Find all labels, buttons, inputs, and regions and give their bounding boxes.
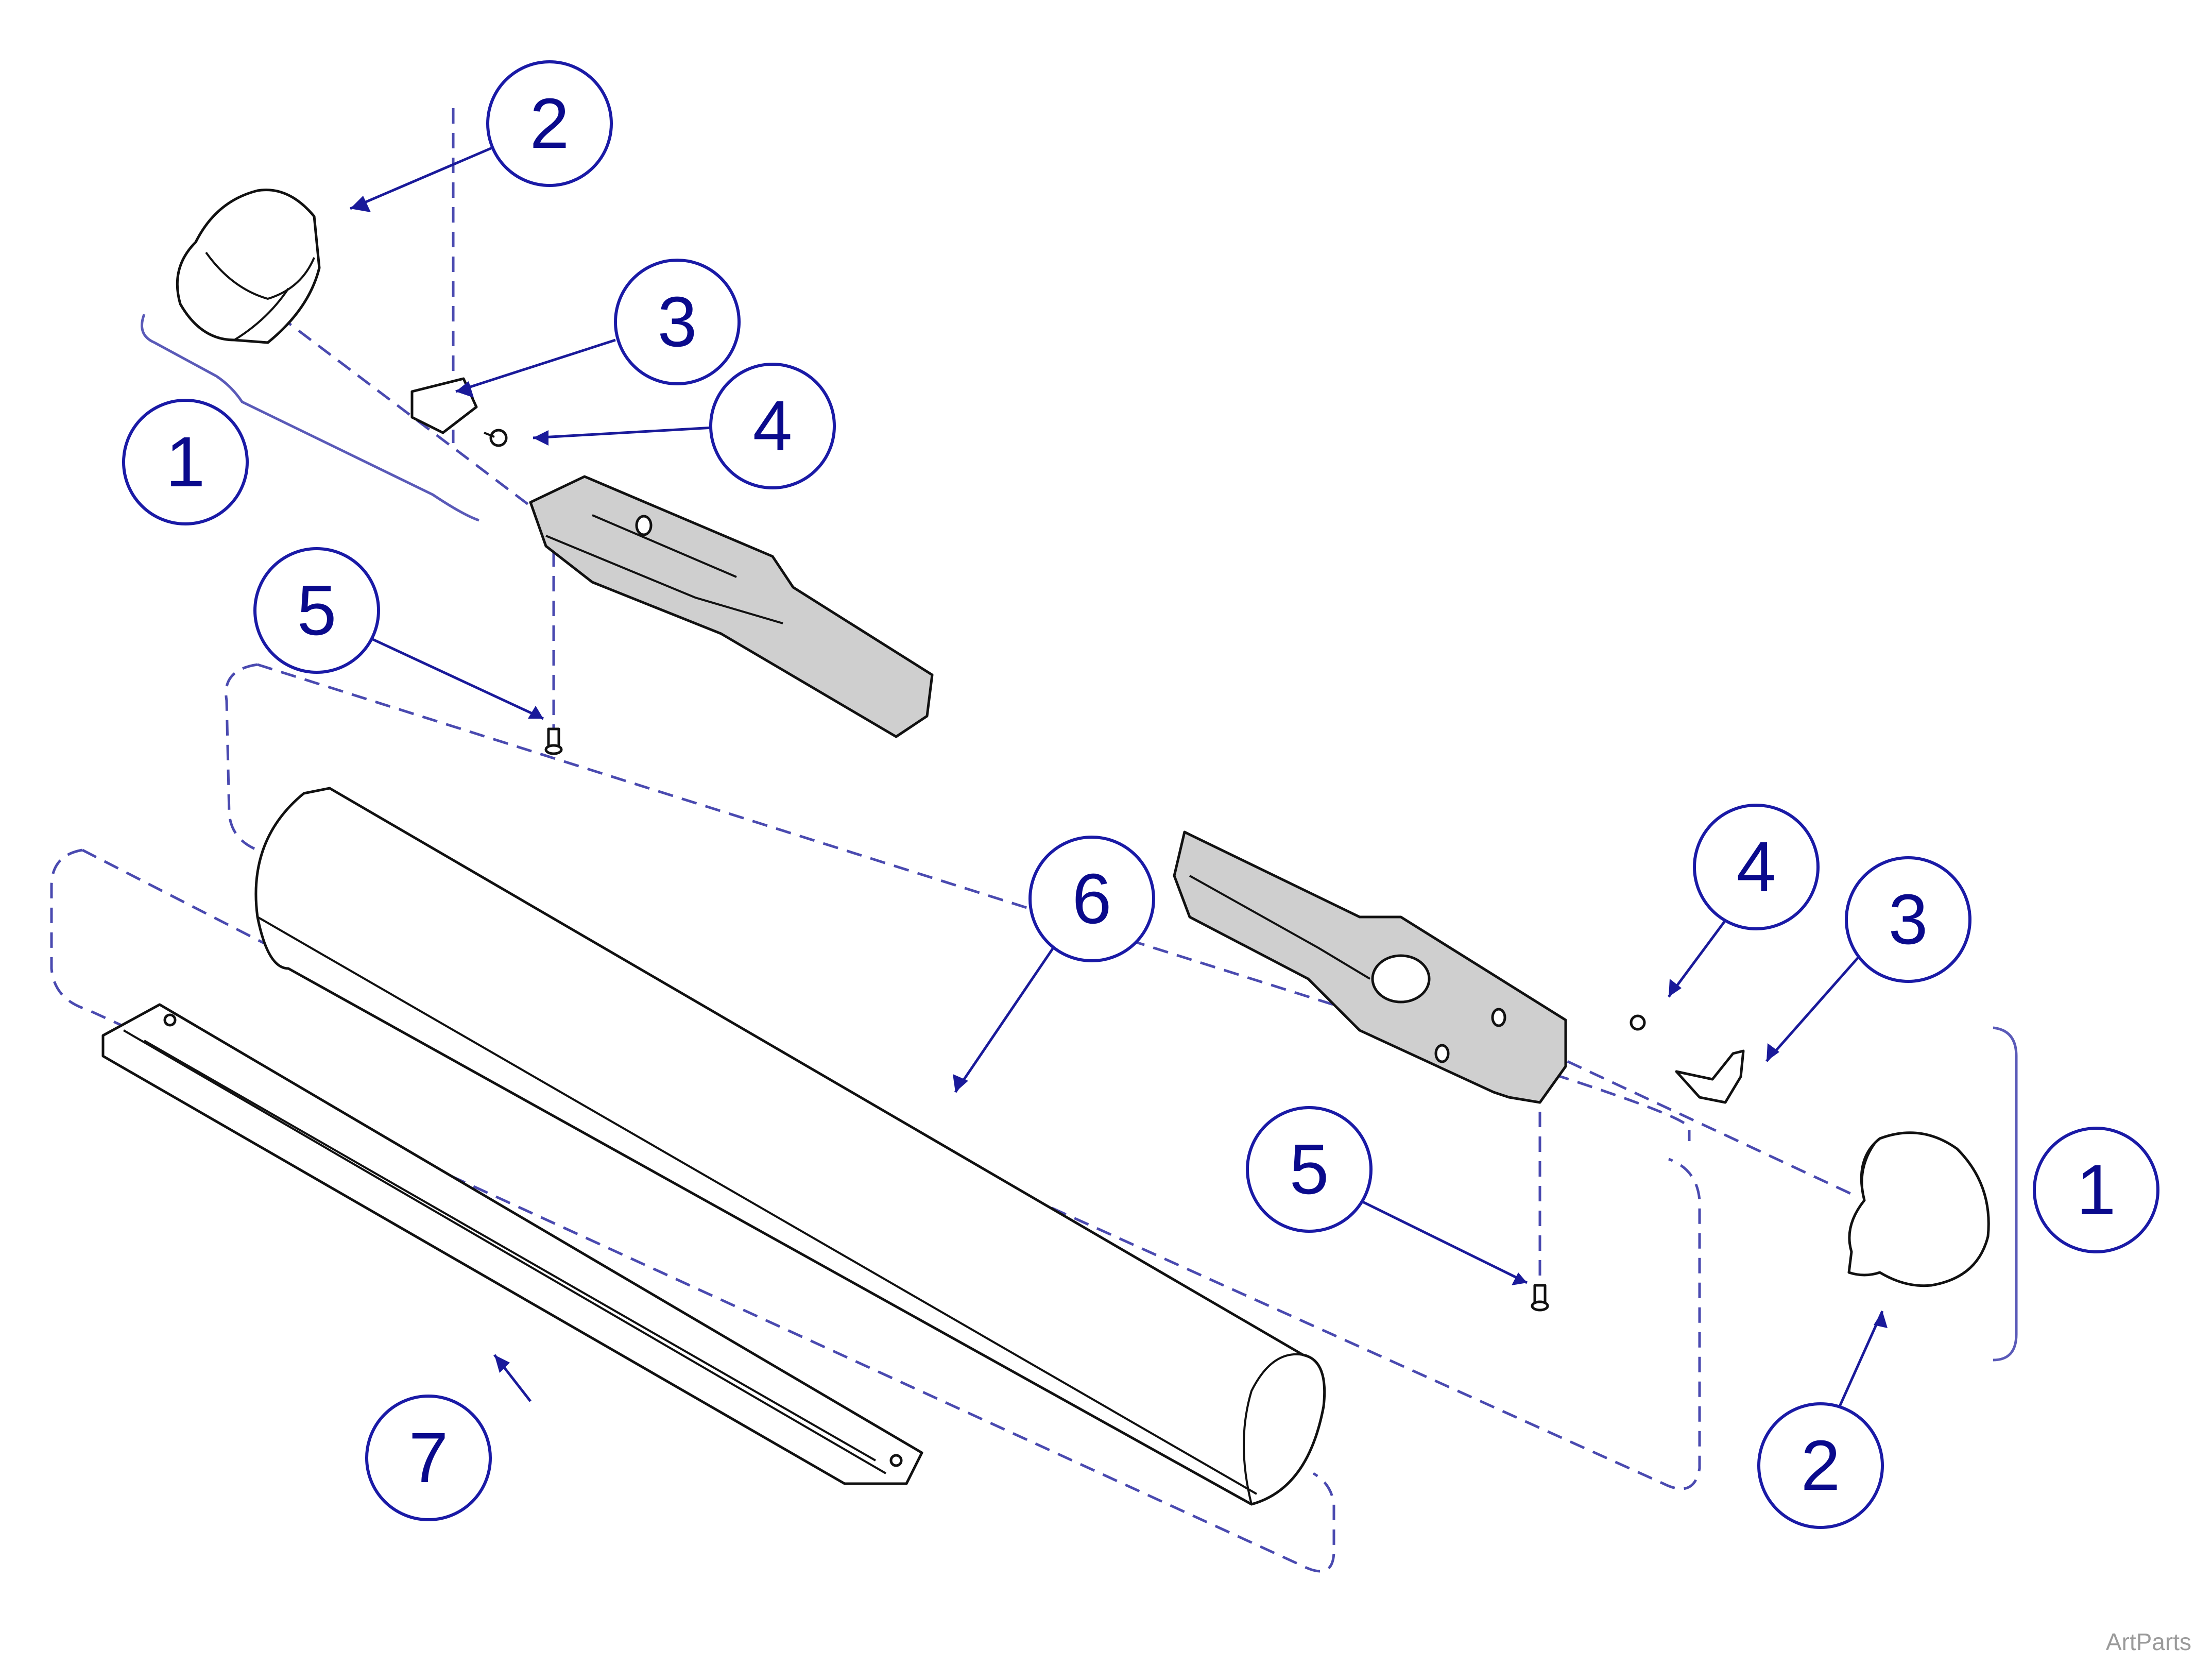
callout-4-right: 4 bbox=[1693, 804, 1820, 930]
clip-right bbox=[1675, 1049, 1745, 1104]
callout-2-right: 2 bbox=[1757, 1402, 1884, 1529]
callout-3-left-label: 3 bbox=[658, 282, 697, 362]
callout-2-left-label: 2 bbox=[530, 84, 570, 163]
callout-2-left: 2 bbox=[486, 60, 613, 187]
leader-arrowheads bbox=[350, 196, 1888, 1373]
callout-5-left-label: 5 bbox=[297, 571, 337, 650]
callout-1-right-label: 1 bbox=[2077, 1150, 2116, 1230]
callout-4-left: 4 bbox=[709, 363, 836, 489]
callout-3-right-label: 3 bbox=[1889, 880, 1928, 959]
callout-4-right-label: 4 bbox=[1737, 827, 1776, 907]
frame-bracket-left bbox=[529, 475, 934, 738]
screw-5-left bbox=[544, 727, 563, 755]
end-cap-right bbox=[1847, 1131, 1990, 1287]
callout-1-left: 1 bbox=[122, 399, 249, 525]
bracket-left bbox=[141, 314, 479, 522]
bracket-right bbox=[1993, 1026, 2018, 1362]
callout-5-right: 5 bbox=[1246, 1106, 1373, 1233]
rail bbox=[101, 1003, 923, 1485]
frame-bracket-right bbox=[1173, 830, 1567, 1104]
callout-5-right-label: 5 bbox=[1290, 1130, 1329, 1209]
callout-1-left-label: 1 bbox=[166, 422, 205, 502]
callout-5-left: 5 bbox=[253, 547, 380, 674]
end-cap-left bbox=[176, 189, 321, 344]
screw-right bbox=[1630, 1014, 1646, 1031]
callout-3-left: 3 bbox=[614, 259, 741, 385]
callout-7: 7 bbox=[365, 1395, 492, 1521]
callout-2-right-label: 2 bbox=[1801, 1426, 1841, 1505]
watermark: ArtParts bbox=[2105, 1628, 2191, 1655]
screw-5-right bbox=[1531, 1284, 1549, 1312]
callout-1-right: 1 bbox=[2033, 1127, 2159, 1253]
callout-7-label: 7 bbox=[409, 1418, 449, 1498]
screw-left bbox=[484, 429, 508, 447]
callout-3-right: 3 bbox=[1845, 856, 1971, 983]
callout-6-label: 6 bbox=[1072, 859, 1112, 939]
cover-tube bbox=[254, 787, 1326, 1506]
callout-6: 6 bbox=[1028, 836, 1155, 962]
callout-4-left-label: 4 bbox=[753, 386, 793, 466]
leader-lines bbox=[350, 145, 1884, 1438]
